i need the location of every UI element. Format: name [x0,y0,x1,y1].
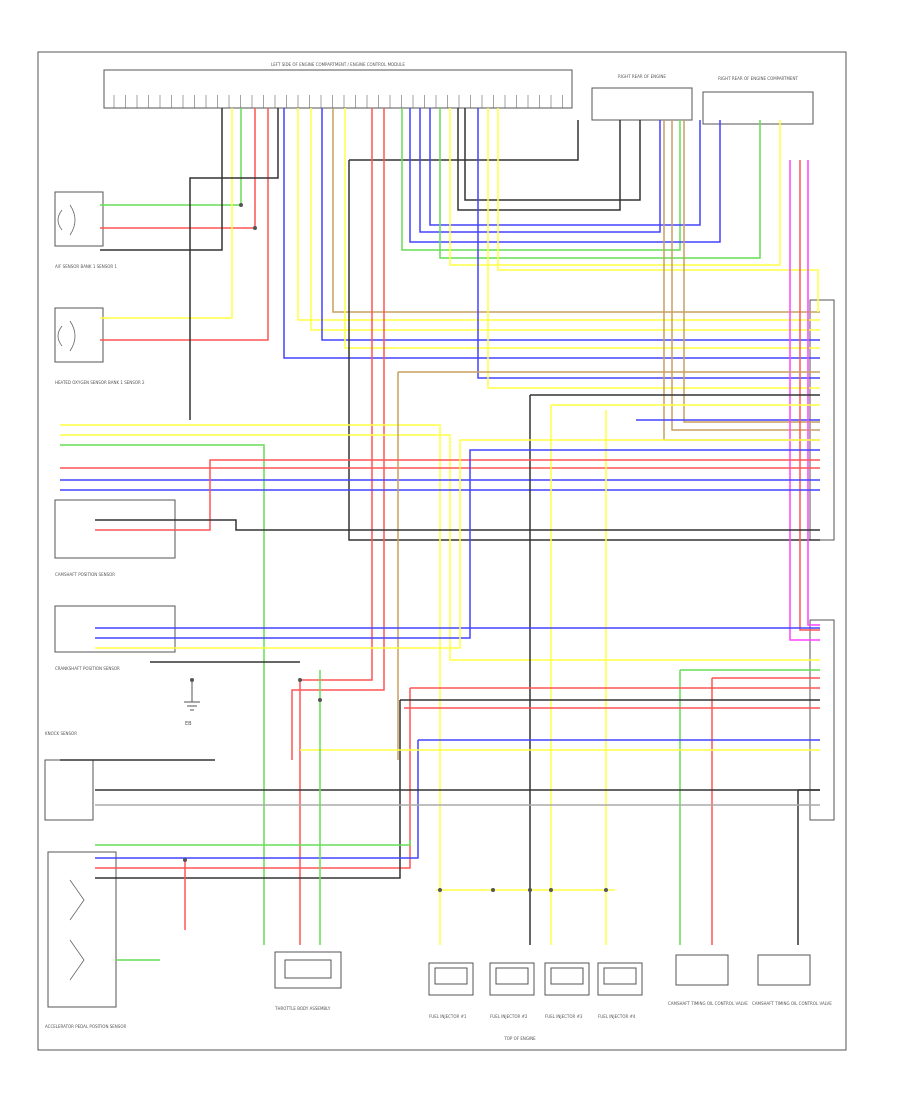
splice-dot [239,203,243,207]
vvt-valve-intake: CAMSHAFT TIMING OIL CONTROL VALVE [668,954,748,1006]
knock-sensor: KNOCK SENSOR [44,731,94,821]
splice-dot [438,888,442,892]
yellow-wire [297,108,820,321]
fuel-injector-2: FUEL INJECTOR #2 [489,962,535,1019]
blue-wire [283,108,820,359]
fuel-injector-label: FUEL INJECTOR #1 [429,1014,467,1019]
black-wire [464,108,641,201]
tan-wire [671,120,820,431]
pink-wire [807,160,820,626]
fuel-injector-1: FUEL INJECTOR #1 [428,962,474,1019]
splice-dot [298,678,302,682]
black-wire [349,120,579,161]
splice-dot [604,888,608,892]
green-wire [100,108,242,206]
blue-wire [95,449,820,639]
yellow-wire [100,108,233,319]
pink-wire [789,160,820,641]
ground-label: EB [185,721,192,727]
yellow-wire [60,424,441,945]
right-connector-a-label: RIGHT REAR OF ENGINE [618,74,666,79]
yellow-wire [344,108,820,349]
ground-symbol: EB [184,680,200,727]
svg-text:A/F SENSOR BANK 1 SENSOR 1: A/F SENSOR BANK 1 SENSOR 1 [55,264,117,269]
splice-dot [183,858,187,862]
svg-text:HEATED OXYGEN SENSOR BANK 1 SE: HEATED OXYGEN SENSOR BANK 1 SENSOR 2 [55,380,145,385]
green-wire [439,108,761,259]
svg-text:THROTTLE BODY ASSEMBLY: THROTTLE BODY ASSEMBLY [274,1006,331,1011]
tan-wire [663,120,820,441]
red-wire [291,108,385,760]
yellow-wire [95,439,820,649]
crankshaft-sensor: CRANKSHAFT POSITION SENSOR [54,605,176,671]
right-connector-b: RIGHT REAR OF ENGINE COMPARTMENT [702,76,814,125]
red-wire [95,688,411,869]
black-wire [95,700,401,879]
fuel-injector-4: FUEL INJECTOR #4 [597,962,643,1019]
splice-dot [190,678,194,682]
blue-wire [321,108,820,341]
fuel-injector-label: FUEL INJECTOR #2 [490,1014,528,1019]
ecm-connector-label: LEFT SIDE OF ENGINE COMPARTMENT / ENGINE… [271,62,405,67]
fuel-injector-3: FUEL INJECTOR #3 [544,962,590,1019]
o2-sensor-downstream: HEATED OXYGEN SENSOR BANK 1 SENSOR 2 [54,307,145,385]
right-connector-b-label: RIGHT REAR OF ENGINE COMPARTMENT [718,76,798,81]
green-wire [95,840,411,846]
splice-dot [318,698,322,702]
o2-sensor-upstream: A/F SENSOR BANK 1 SENSOR 1 [54,191,117,269]
blue-wire [477,108,820,379]
yellow-wire [497,108,819,312]
splice-dot [528,888,532,892]
yellow-wire [310,108,820,331]
splice-dot [253,226,257,230]
splice-dot [549,888,553,892]
blue-wire [419,108,661,233]
splice-dot [491,888,495,892]
black-wire [189,108,279,420]
red-wire [299,108,373,945]
green-wire [401,108,681,251]
diagram-frame [37,51,847,1051]
right-connector-a: RIGHT REAR OF ENGINE [591,74,693,121]
camshaft-sensor: CAMSHAFT POSITION SENSOR [54,499,176,577]
svg-text:CRANKSHAFT POSITION SENSOR: CRANKSHAFT POSITION SENSOR [55,666,120,671]
black-wire [95,519,820,531]
tan-wire [332,108,820,313]
blue-wire [95,740,419,859]
vvt-valve-exhaust: CAMSHAFT TIMING OIL CONTROL VALVE [752,954,832,1006]
tan-wire [683,120,820,423]
fuel-injector-label: FUEL INJECTOR #3 [545,1014,583,1019]
blue-wire [409,108,721,243]
svg-text:CAMSHAFT TIMING OIL CONTROL VA: CAMSHAFT TIMING OIL CONTROL VALVE [752,1001,832,1006]
yellow-wire [449,108,781,266]
yellow-wire [487,108,820,389]
red-wire [100,108,269,341]
green-wire [60,444,265,945]
black-wire [457,108,621,211]
svg-text:KNOCK SENSOR: KNOCK SENSOR [45,731,77,736]
yellow-wire [60,434,820,661]
throttle-body: THROTTLE BODY ASSEMBLY [274,951,342,1011]
fuel-injector-label: FUEL INJECTOR #4 [598,1014,636,1019]
black-wire [348,160,820,541]
svg-text:CAMSHAFT TIMING OIL CONTROL VA: CAMSHAFT TIMING OIL CONTROL VALVE [668,1001,748,1006]
right-edge-connector [809,299,835,821]
black-wire [100,108,223,251]
ecm-connector: LEFT SIDE OF ENGINE COMPARTMENT / ENGINE… [103,62,573,109]
svg-text:CAMSHAFT POSITION SENSOR: CAMSHAFT POSITION SENSOR [55,572,115,577]
top-of-engine-label: TOP OF ENGINE [503,1036,536,1041]
red-wire [95,459,820,531]
red-wire [799,160,820,631]
blue-wire [429,108,701,226]
svg-text:ACCELERATOR PEDAL POSITION SEN: ACCELERATOR PEDAL POSITION SENSOR [45,1024,126,1029]
